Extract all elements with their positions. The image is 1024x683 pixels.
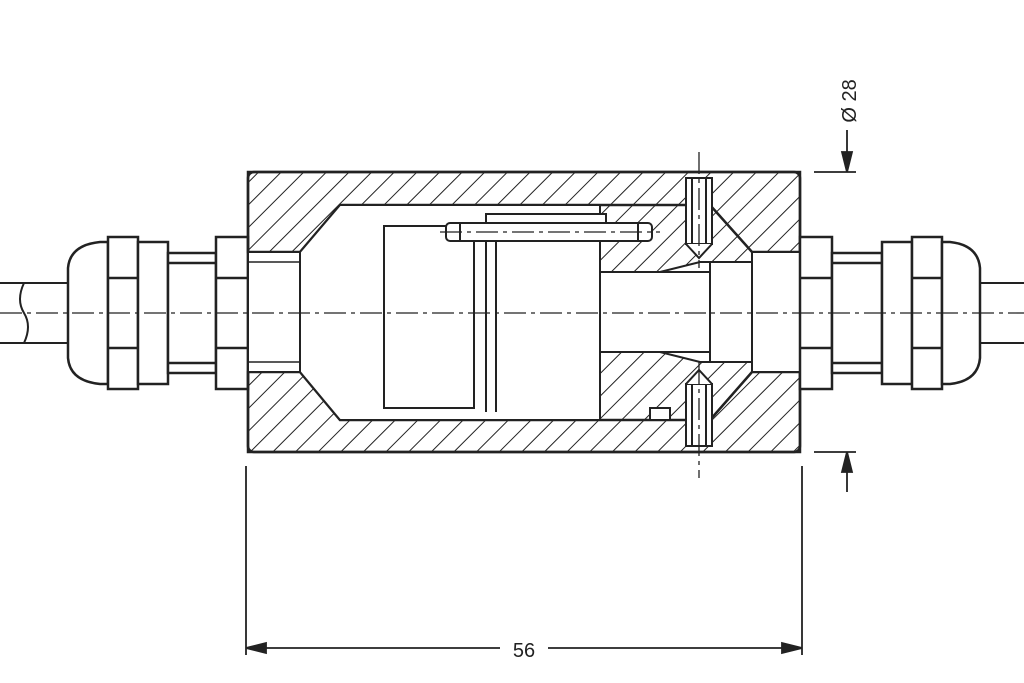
diameter-dimension-label: Ø 28 [839,79,861,122]
left-cable [0,282,68,344]
length-dimension [245,466,803,655]
length-dimension-label: 56 [513,640,535,662]
diameter-dimension [814,130,856,492]
right-cable [980,282,1024,344]
housing [246,170,802,454]
centerlines [0,152,1024,478]
